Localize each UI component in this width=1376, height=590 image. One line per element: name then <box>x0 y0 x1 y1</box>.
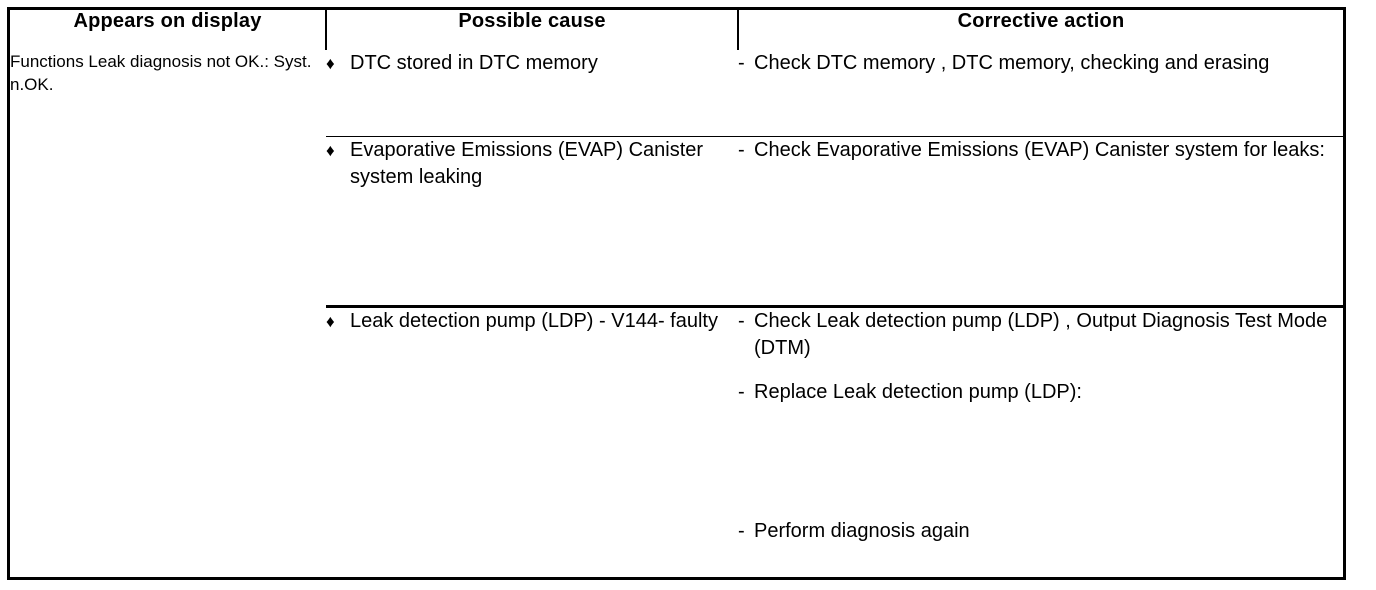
action-text: Replace Leak detection pump (LDP): <box>754 381 1082 403</box>
diamond-bullet-icon: ♦ <box>326 141 335 160</box>
dash-bullet-icon: - <box>738 310 745 332</box>
action-dash-item: - Check Evaporative Emissions (EVAP) Can… <box>738 137 1343 164</box>
table-header: Appears on display Possible cause Correc… <box>10 10 1343 50</box>
cell-possible-cause-row-2: ♦ Evaporative Emissions (EVAP) Canister … <box>326 136 738 307</box>
cause-text: Evaporative Emissions (EVAP) Canister sy… <box>350 139 704 188</box>
action-text: Check Evaporative Emissions (EVAP) Canis… <box>754 139 1325 161</box>
dash-bullet-icon: - <box>738 520 745 542</box>
cause-text: DTC stored in DTC memory <box>350 52 598 74</box>
dash-bullet-icon: - <box>738 139 745 161</box>
cause-bullet-item: ♦ DTC stored in DTC memory <box>326 50 738 77</box>
action-text: Check Leak detection pump (LDP) , Output… <box>754 310 1328 359</box>
action-dash-item: - Check DTC memory , DTC memory, checkin… <box>738 50 1343 77</box>
dash-bullet-icon: - <box>738 52 745 74</box>
cell-possible-cause-row-1: ♦ DTC stored in DTC memory <box>326 50 738 137</box>
column-header-appears-on-display: Appears on display <box>10 10 327 50</box>
diagnostic-table-container: Appears on display Possible cause Correc… <box>7 7 1346 580</box>
cell-possible-cause-row-3: ♦ Leak detection pump (LDP) - V144- faul… <box>326 305 738 577</box>
diamond-bullet-icon: ♦ <box>326 54 335 73</box>
column-header-corrective-action: Corrective action <box>957 10 1125 32</box>
action-dash-item: - Replace Leak detection pump (LDP): <box>738 379 1343 406</box>
cause-bullet-item: ♦ Evaporative Emissions (EVAP) Canister … <box>326 137 738 191</box>
table-body: Functions Leak diagnosis not OK.: Syst. … <box>10 50 1343 577</box>
cause-text: Leak detection pump (LDP) - V144- faulty <box>350 310 718 332</box>
cell-corrective-action-row-1: - Check DTC memory , DTC memory, checkin… <box>738 50 1343 137</box>
action-text: Perform diagnosis again <box>754 520 970 542</box>
diagnostic-table: Appears on display Possible cause Correc… <box>10 10 1343 577</box>
cell-appears-on-display: Functions Leak diagnosis not OK.: Syst. … <box>10 52 312 94</box>
header-row: Appears on display Possible cause Correc… <box>10 10 1343 50</box>
action-vertical-gap <box>738 406 1343 518</box>
action-dash-item: - Check Leak detection pump (LDP) , Outp… <box>738 308 1343 362</box>
cell-corrective-action-row-2: - Check Evaporative Emissions (EVAP) Can… <box>738 136 1343 307</box>
cell-corrective-action-row-3: - Check Leak detection pump (LDP) , Outp… <box>738 305 1343 577</box>
table-row: ♦ Evaporative Emissions (EVAP) Canister … <box>10 136 1343 307</box>
table-row: ♦ Leak detection pump (LDP) - V144- faul… <box>10 305 1343 577</box>
diamond-bullet-icon: ♦ <box>326 312 335 331</box>
action-text: Check DTC memory , DTC memory, checking … <box>754 52 1270 74</box>
dash-bullet-icon: - <box>738 381 745 403</box>
action-dash-item: - Perform diagnosis again <box>738 518 1343 545</box>
column-header-possible-cause: Possible cause <box>326 10 739 50</box>
table-row: Functions Leak diagnosis not OK.: Syst. … <box>10 50 1343 137</box>
cause-bullet-item: ♦ Leak detection pump (LDP) - V144- faul… <box>326 308 738 335</box>
